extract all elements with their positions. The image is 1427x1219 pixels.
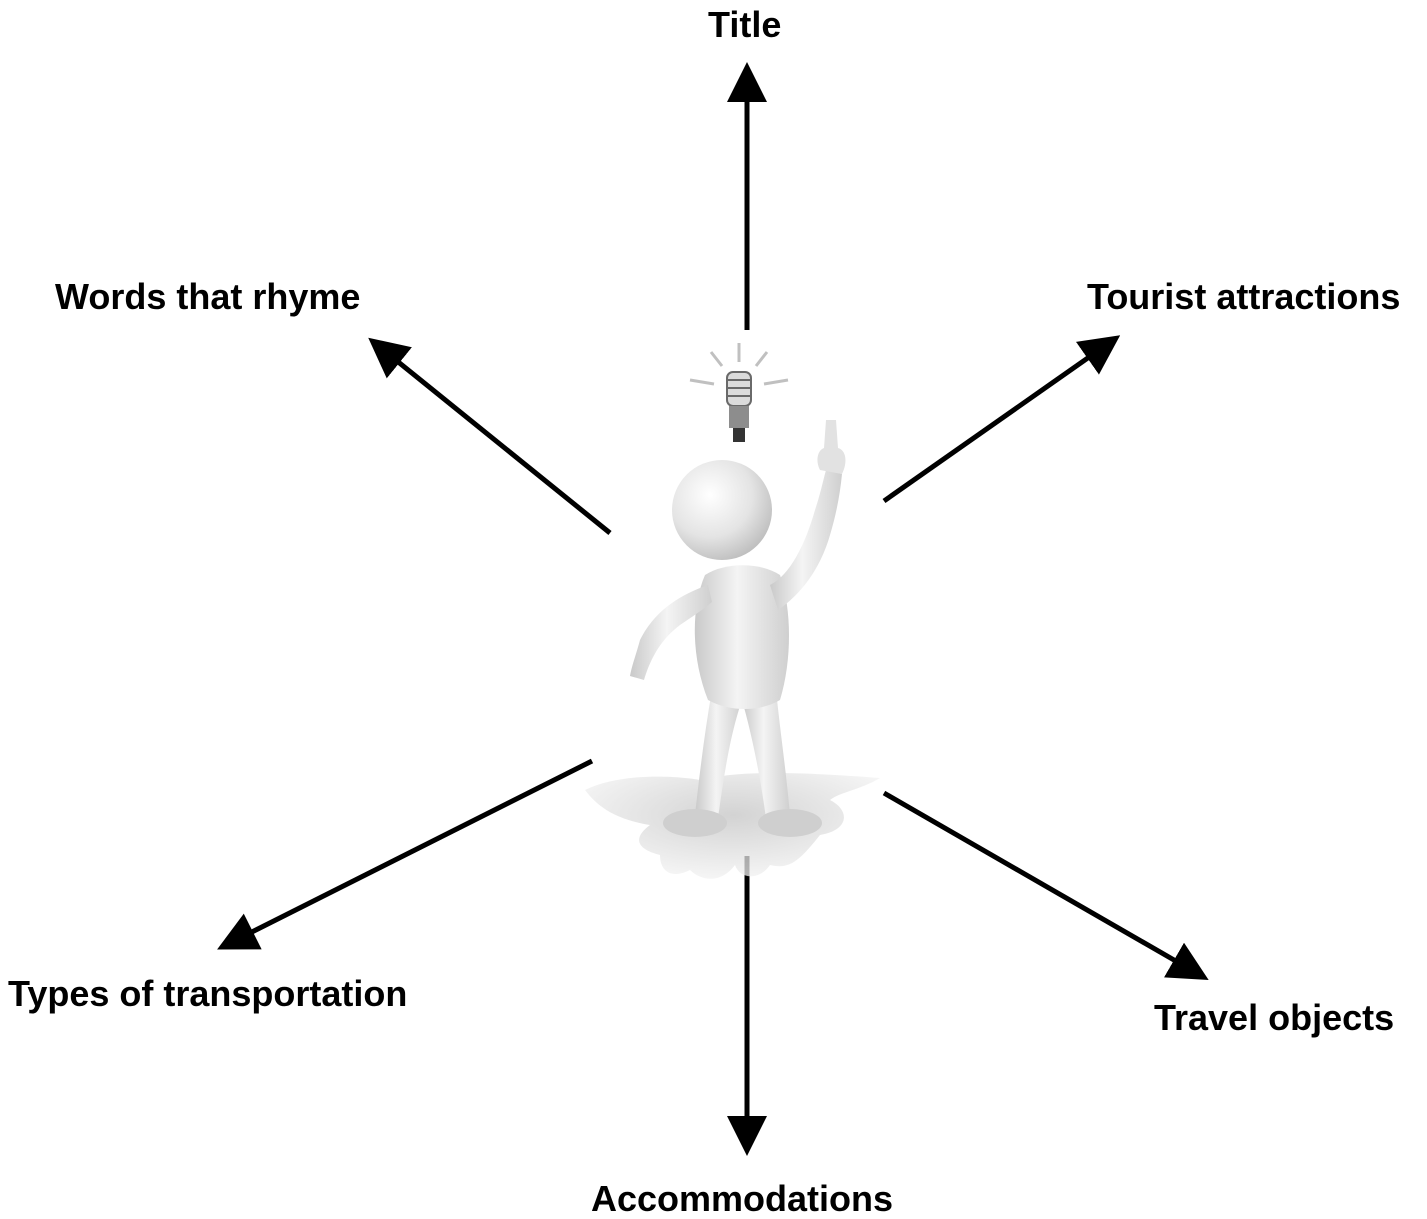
label-title: Title: [708, 4, 782, 45]
label-accommodations: Accommodations: [591, 1178, 894, 1219]
arrow-travel-objects: [882, 790, 1209, 980]
arrow-types-of-transportation: [217, 758, 594, 950]
lightbulb-icon: [689, 343, 789, 442]
label-travel-objects: Travel objects: [1154, 997, 1395, 1038]
stick-figure-idea-icon: [585, 343, 880, 879]
arrow-tourist-attractions: [882, 335, 1121, 504]
label-tourist-attractions: Tourist attractions: [1087, 276, 1401, 317]
label-words-that-rhyme: Words that rhyme: [55, 276, 361, 317]
label-types-of-transportation: Types of transportation: [8, 973, 408, 1014]
arrow-words-that-rhyme: [368, 337, 612, 535]
